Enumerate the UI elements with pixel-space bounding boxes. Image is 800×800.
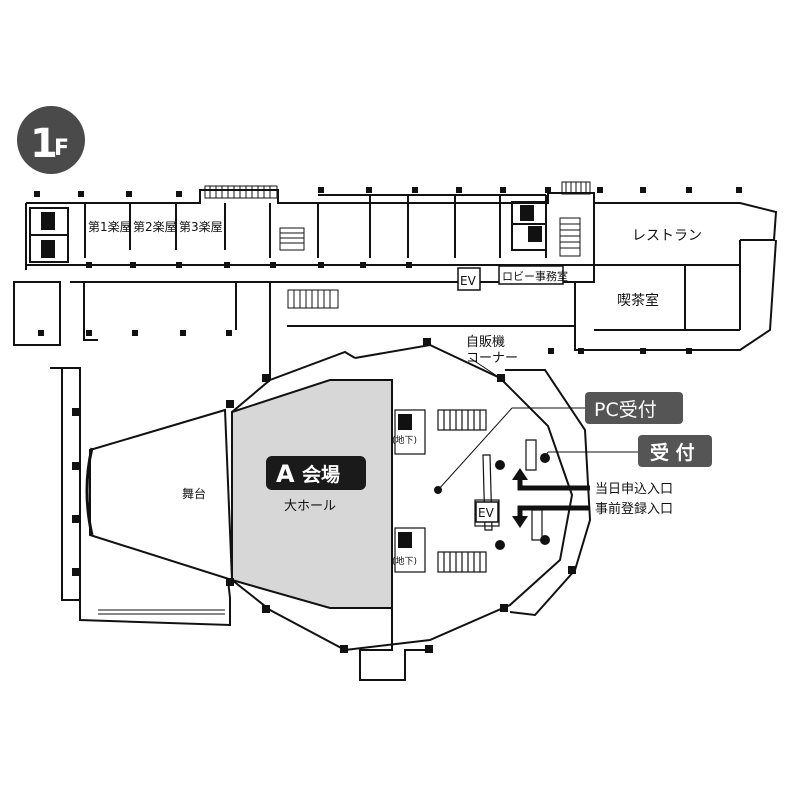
room-gakuya-1: 第1楽屋 <box>88 220 132 234</box>
basement-label-2: (地下) <box>392 555 417 567</box>
floor-badge: 1 F <box>17 106 85 174</box>
venue-a-text: 会場 <box>302 463 340 486</box>
room-ev-top: EV <box>460 274 477 288</box>
floor-letter: F <box>54 136 69 161</box>
basement-label-1: (地下) <box>392 434 417 446</box>
entrance-arrows <box>512 468 590 528</box>
room-gakuya-2: 第2楽屋 <box>133 220 177 234</box>
pc-reception-label: PC受付 <box>594 399 657 421</box>
callout-leaders <box>437 357 638 491</box>
venue-a-label: A 会場 <box>266 456 366 490</box>
vending-corner-line1: 自販機 <box>466 335 505 350</box>
pc-reception-callout: PC受付 <box>585 392 683 424</box>
reception-callout: 受 付 <box>638 435 712 467</box>
floor-number: 1 <box>30 121 58 167</box>
room-gakuya-3: 第3楽屋 <box>179 220 223 234</box>
room-stage: 舞台 <box>182 486 206 501</box>
same-day-entrance-label: 当日申込入口 <box>595 482 673 497</box>
lobby-office-box <box>498 265 564 285</box>
room-ev-center: EV <box>478 506 495 520</box>
room-cafe: 喫茶室 <box>617 292 659 309</box>
ev-top-box <box>457 267 481 291</box>
pre-registered-entrance-label: 事前登録入口 <box>595 501 673 517</box>
room-lobby-office: ロビー事務室 <box>502 269 568 283</box>
main-hall <box>231 379 393 609</box>
lobby-columns <box>226 338 576 653</box>
reception-label: 受 付 <box>650 441 695 464</box>
vending-corner-line2: コーナー <box>466 351 518 366</box>
columns <box>34 187 742 354</box>
venue-a-letter: A <box>276 460 295 488</box>
staircases <box>204 181 591 309</box>
ev-center-box <box>475 501 499 523</box>
room-restaurant: レストラン <box>632 228 702 244</box>
room-main-hall: 大ホール <box>284 499 336 514</box>
restroom-icon <box>41 205 542 548</box>
lobby-inner <box>394 409 543 573</box>
